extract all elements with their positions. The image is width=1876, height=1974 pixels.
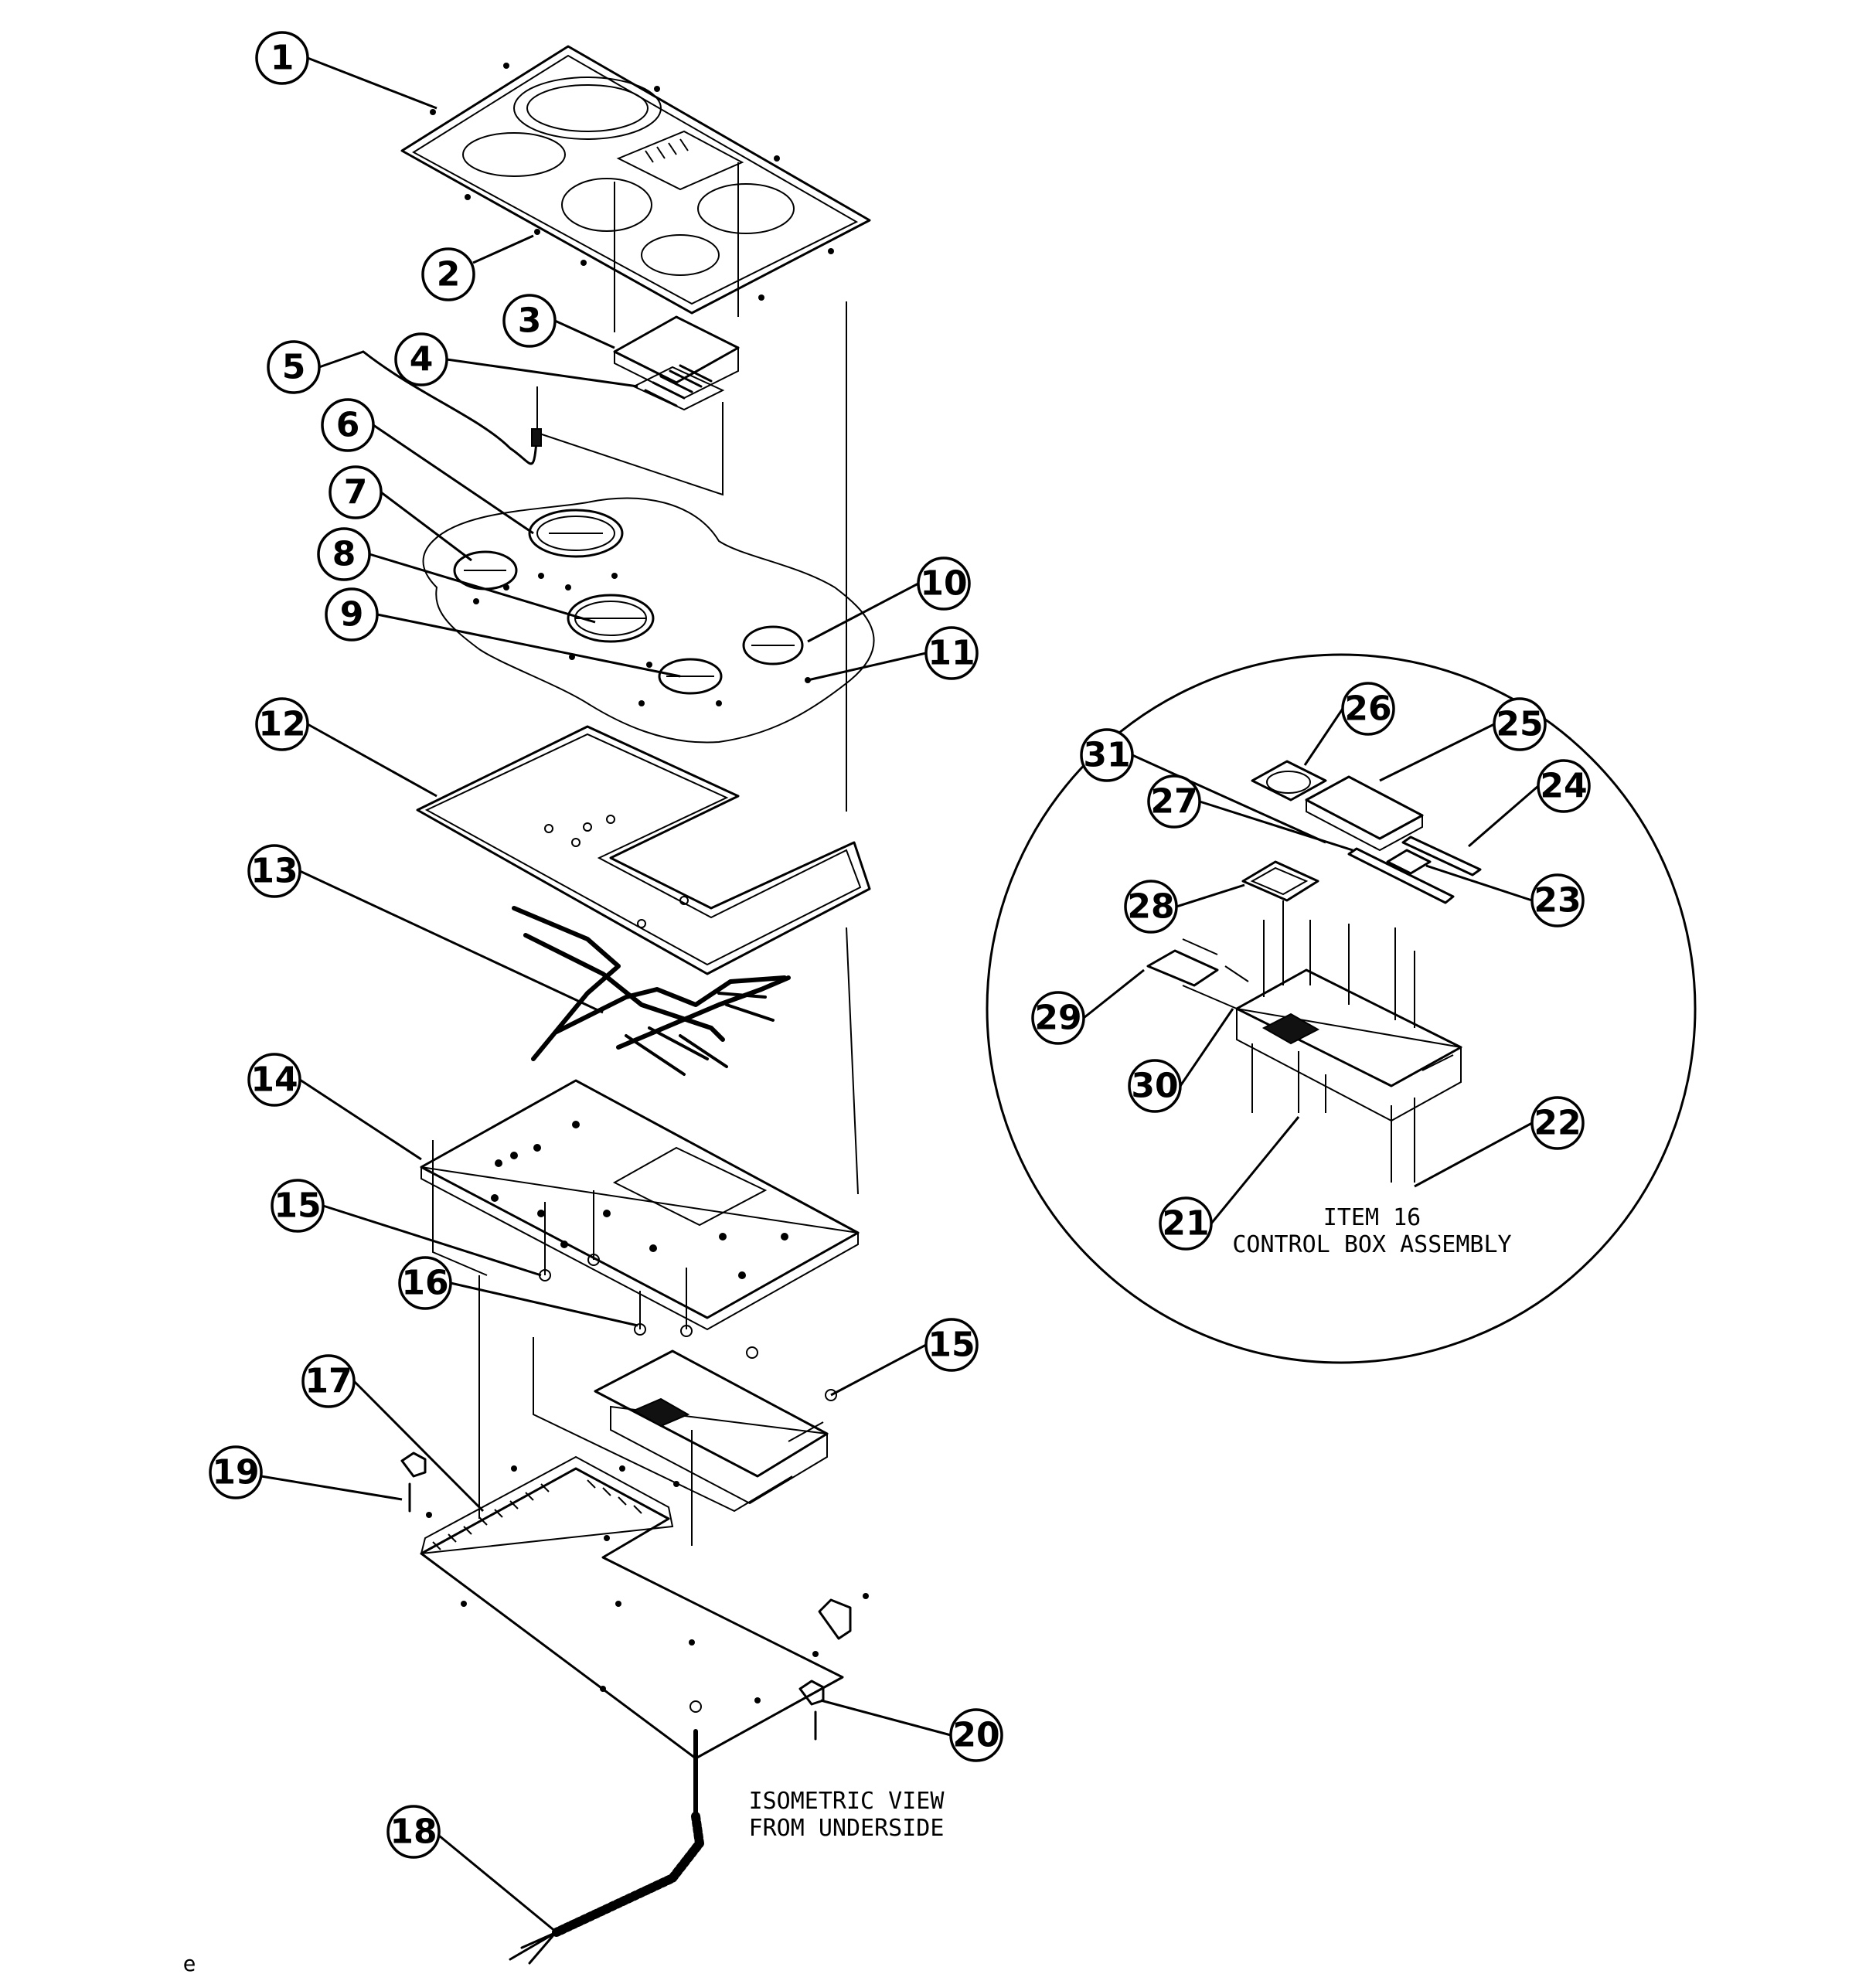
- svg-text:1: 1: [271, 39, 295, 78]
- callout-25: 25: [1493, 697, 1547, 751]
- callout-7: 7: [329, 465, 383, 519]
- svg-text:12: 12: [258, 705, 305, 744]
- cooktop-glass: [400, 45, 871, 315]
- svg-text:8: 8: [332, 535, 356, 574]
- callout-9: 9: [325, 587, 379, 642]
- svg-text:21: 21: [1162, 1204, 1209, 1244]
- svg-text:14: 14: [250, 1060, 298, 1100]
- control-box: [533, 1337, 837, 1546]
- svg-text:3: 3: [518, 301, 542, 341]
- svg-text:29: 29: [1034, 999, 1081, 1038]
- callout-30: 30: [1128, 1059, 1182, 1113]
- callout-6: 6: [321, 398, 375, 452]
- power-cord: [509, 1729, 704, 1965]
- chassis-pan: [420, 301, 860, 1337]
- callouts: 1 2 3 4 5 6 7 8 9 10 11 12 13 14 15 16 1…: [209, 31, 1591, 1859]
- svg-text:31: 31: [1083, 736, 1130, 775]
- leader-lines: [260, 56, 1539, 1934]
- callout-26: 26: [1341, 682, 1395, 736]
- captions: ITEM 16 CONTROL BOX ASSEMBLY ISOMETRIC V…: [183, 1204, 1512, 1974]
- callout-17: 17: [301, 1354, 356, 1408]
- svg-text:7: 7: [344, 473, 368, 512]
- callout-31: 31: [1080, 728, 1134, 782]
- svg-text:18: 18: [390, 1812, 437, 1852]
- svg-text:19: 19: [212, 1453, 259, 1492]
- control-box-caption-line2: CONTROL BOX ASSEMBLY: [1232, 1231, 1511, 1258]
- svg-text:28: 28: [1127, 887, 1174, 927]
- stray-mark: e: [183, 1951, 196, 1974]
- callout-10: 10: [917, 556, 971, 611]
- callout-20: 20: [949, 1708, 1003, 1762]
- heating-elements-tray: [422, 497, 875, 744]
- view-caption-line1: ISOMETRIC VIEW: [749, 1788, 945, 1815]
- callout-14: 14: [247, 1053, 301, 1107]
- insulation-pad: [416, 725, 871, 975]
- callout-12: 12: [255, 697, 309, 751]
- svg-text:30: 30: [1131, 1067, 1178, 1106]
- callout-3: 3: [502, 294, 557, 348]
- svg-text:16: 16: [401, 1264, 448, 1303]
- callout-28: 28: [1124, 880, 1178, 934]
- svg-text:24: 24: [1540, 767, 1587, 806]
- svg-text:20: 20: [952, 1716, 999, 1755]
- callout-5: 5: [267, 340, 321, 394]
- svg-text:6: 6: [336, 406, 360, 445]
- svg-text:15: 15: [928, 1326, 975, 1365]
- svg-text:17: 17: [305, 1362, 352, 1401]
- callout-15-left: 15: [271, 1179, 325, 1233]
- control-module: [536, 162, 740, 496]
- callout-4: 4: [394, 332, 448, 386]
- svg-text:9: 9: [340, 595, 364, 635]
- callout-21: 21: [1159, 1196, 1213, 1251]
- svg-text:26: 26: [1344, 689, 1391, 729]
- callout-18: 18: [386, 1805, 441, 1859]
- view-caption-line2: FROM UNDERSIDE: [749, 1815, 945, 1842]
- callout-27: 27: [1147, 774, 1201, 829]
- bottom-cover: [420, 1275, 869, 1760]
- callout-2: 2: [421, 247, 475, 301]
- callout-1: 1: [255, 31, 309, 85]
- wiring-harness: [512, 906, 791, 1076]
- callout-22: 22: [1530, 1096, 1585, 1150]
- callout-24: 24: [1537, 759, 1591, 813]
- svg-text:15: 15: [274, 1186, 321, 1226]
- svg-text:11: 11: [928, 634, 975, 673]
- callout-19: 19: [209, 1445, 263, 1499]
- svg-text:13: 13: [250, 852, 298, 891]
- svg-text:27: 27: [1150, 782, 1197, 822]
- callout-11: 11: [924, 626, 979, 680]
- svg-text:5: 5: [282, 348, 306, 387]
- callout-15-right: 15: [924, 1318, 979, 1372]
- svg-text:4: 4: [410, 340, 434, 379]
- control-box-detail: [986, 653, 1697, 1364]
- svg-text:22: 22: [1534, 1104, 1581, 1143]
- svg-text:23: 23: [1534, 881, 1581, 921]
- callout-13: 13: [247, 844, 301, 898]
- control-box-caption-line1: ITEM 16: [1323, 1204, 1421, 1231]
- callout-23: 23: [1530, 873, 1585, 927]
- callout-16: 16: [398, 1256, 452, 1310]
- callout-29: 29: [1031, 991, 1085, 1045]
- svg-text:25: 25: [1496, 705, 1543, 744]
- mounting-brackets: [400, 1452, 825, 1741]
- svg-text:2: 2: [437, 255, 461, 294]
- callout-8: 8: [317, 527, 371, 581]
- svg-text:10: 10: [920, 564, 967, 604]
